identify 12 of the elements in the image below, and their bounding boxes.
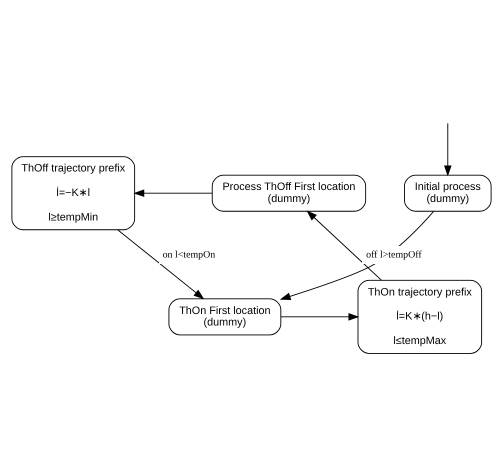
node-box: ThOff trajectory prefix l̇=−K∗l l≥tempMin bbox=[11, 156, 136, 230]
arrow bbox=[117, 229, 204, 299]
edge-label: off l>tempOff bbox=[366, 249, 422, 260]
arrow bbox=[133, 188, 213, 196]
edge-label: on l<tempOn bbox=[162, 249, 216, 260]
arrow bbox=[306, 210, 382, 280]
node-box: Process ThOff First location (dummy) bbox=[212, 174, 366, 212]
arrow bbox=[444, 122, 452, 176]
node-box: ThOn trajectory prefix l̇=K∗(h−l) l≤tempMax bbox=[358, 279, 482, 354]
arrow bbox=[280, 312, 360, 320]
node-box: ThOn First location (dummy) bbox=[168, 298, 282, 335]
node-box: Initial process (dummy) bbox=[404, 174, 492, 212]
